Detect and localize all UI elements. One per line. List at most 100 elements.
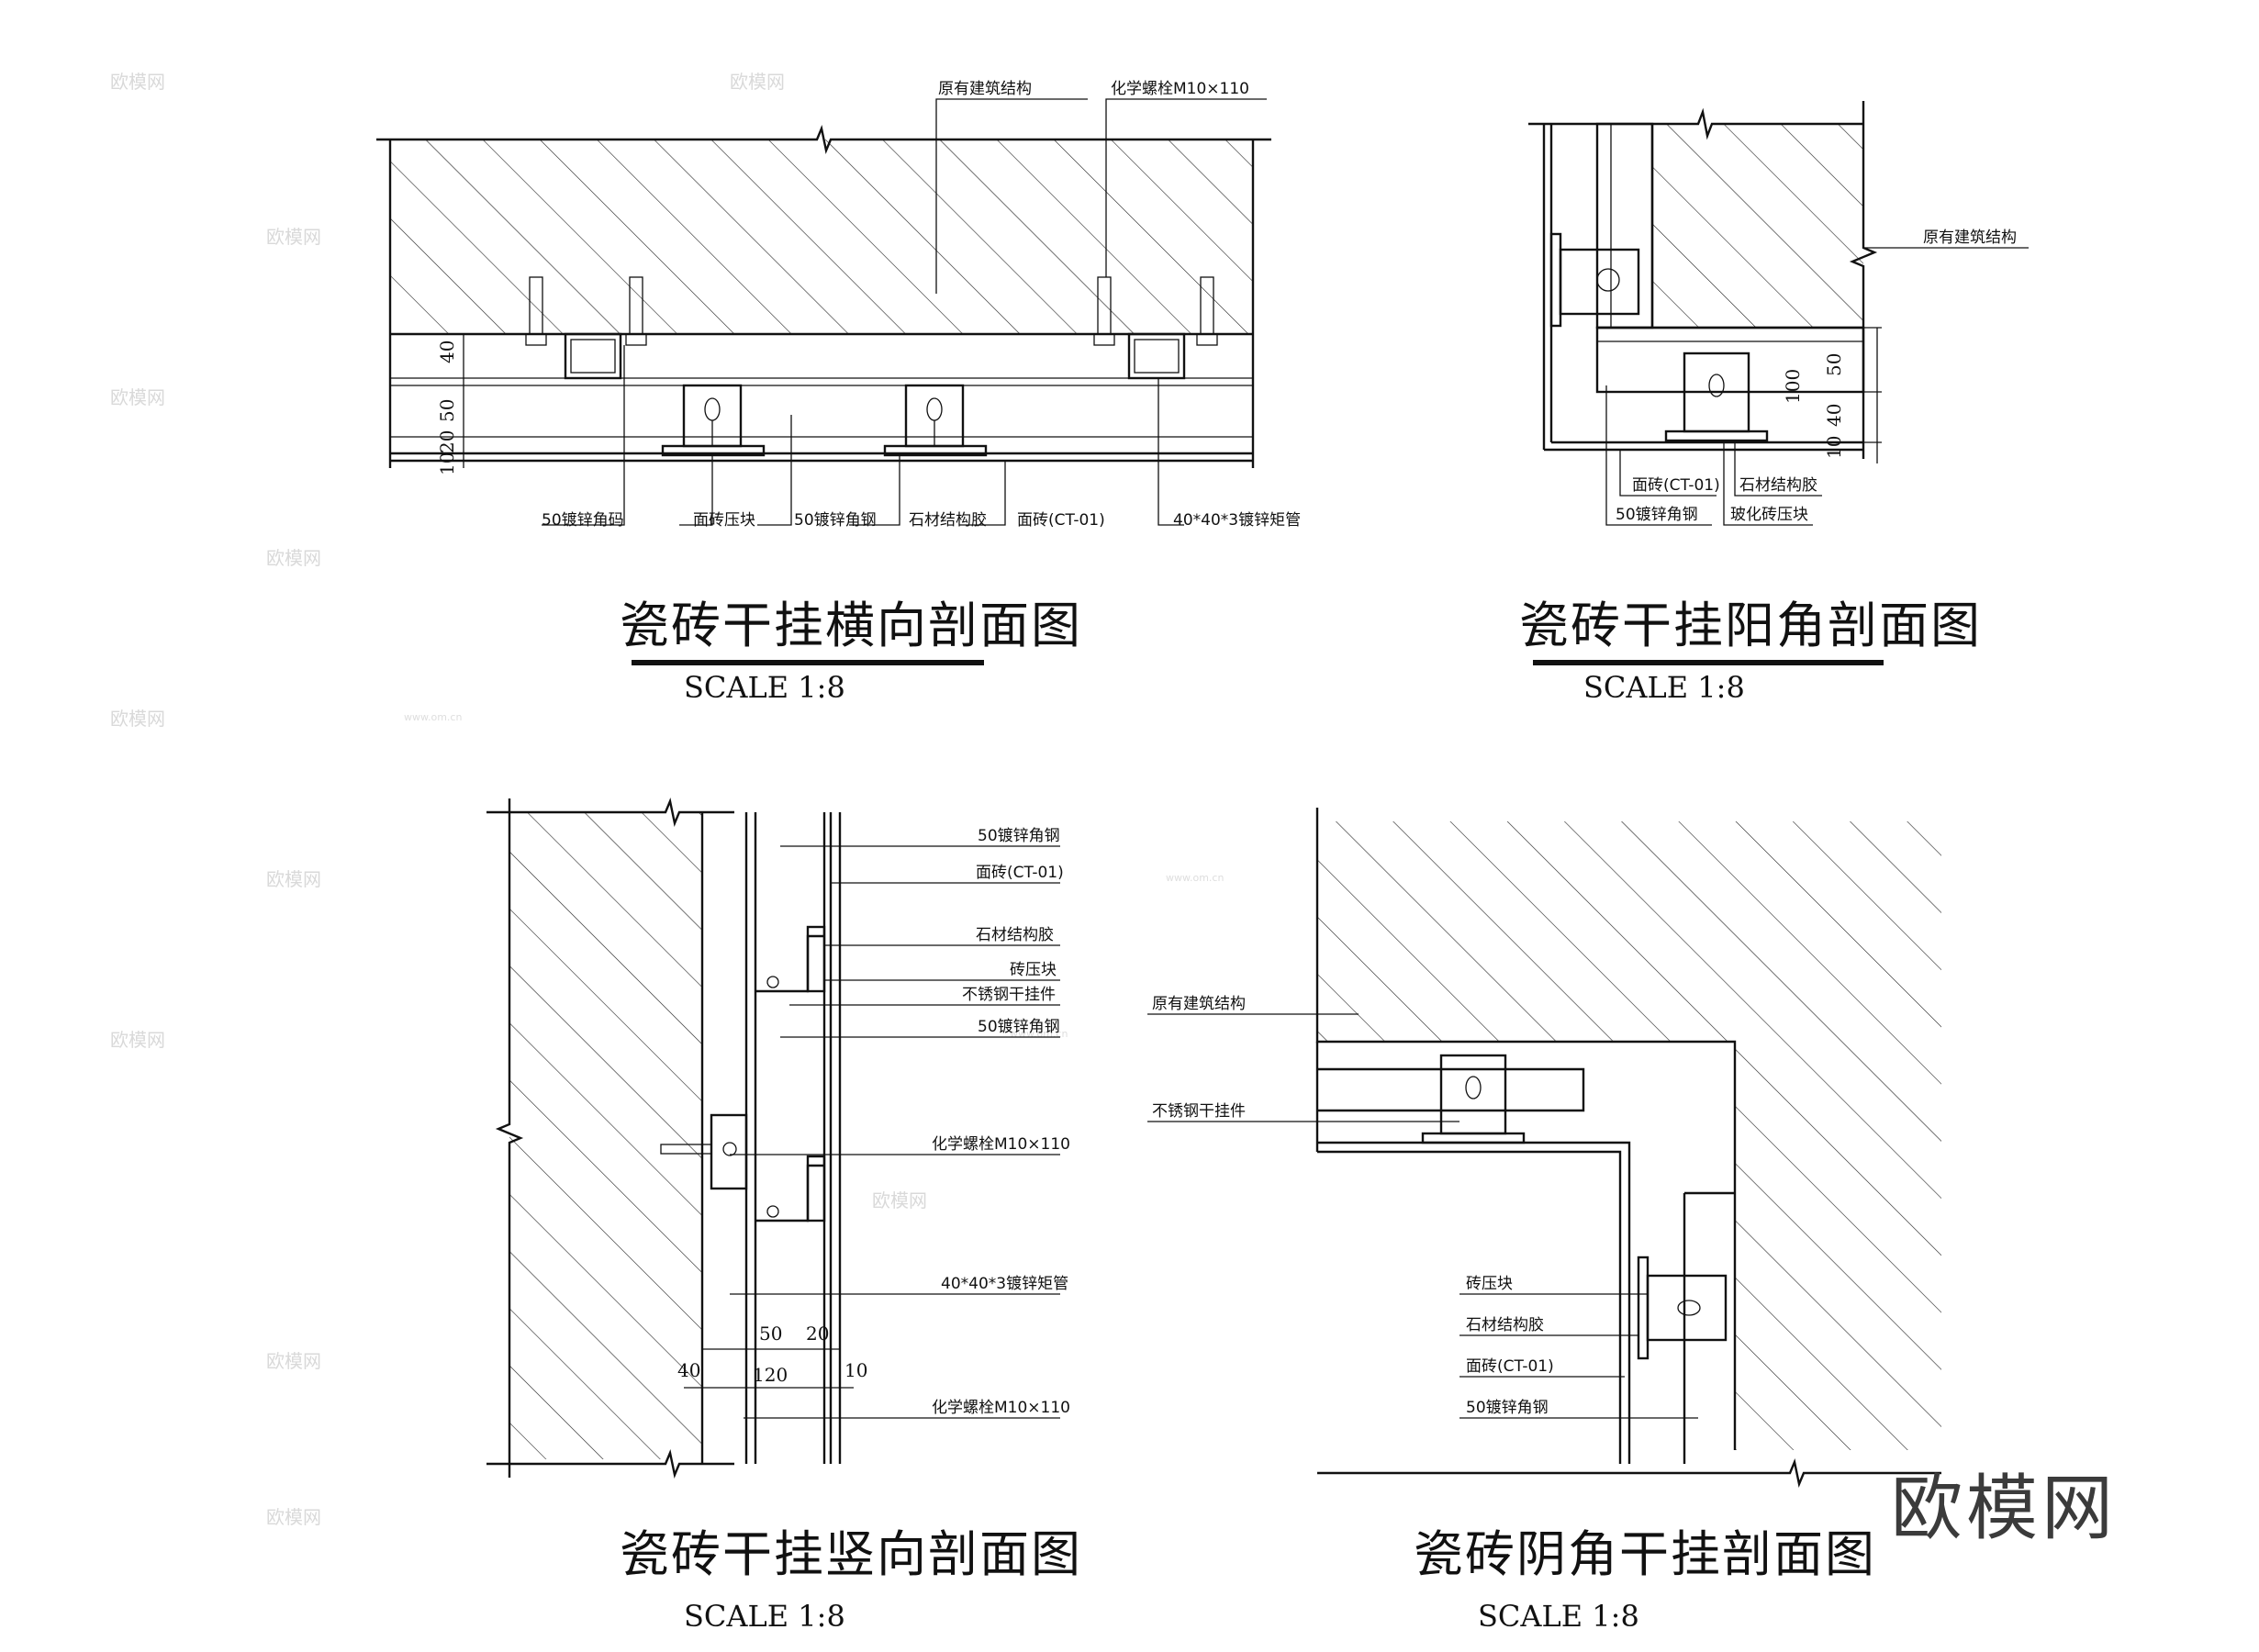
leader-lines bbox=[730, 845, 1060, 1419]
watermark-text: 欧模网 bbox=[110, 1029, 165, 1051]
break-line bbox=[1528, 107, 1863, 140]
concrete-hatch bbox=[509, 812, 702, 1459]
dim-10: 10 bbox=[1823, 436, 1845, 459]
break-line bbox=[376, 124, 1271, 155]
steel-tube-inner bbox=[1134, 339, 1180, 374]
label-angle-code: 50镀锌角码 bbox=[542, 511, 624, 530]
label-tile: 面砖(CT-01) bbox=[1466, 1357, 1554, 1376]
break-line bbox=[486, 1448, 734, 1479]
concrete-hatch bbox=[1317, 821, 1941, 1450]
label-bolt: 化学螺栓M10×110 bbox=[932, 1399, 1070, 1417]
steel-tube bbox=[564, 332, 622, 380]
watermark-text: 欧模网 bbox=[266, 1506, 321, 1528]
dim-100: 100 bbox=[1782, 369, 1804, 404]
hanger-block bbox=[1637, 1256, 1728, 1360]
dim-120: 120 bbox=[753, 1364, 788, 1386]
label-angle-steel: 50镀锌角钢 bbox=[794, 511, 877, 530]
label-glue: 石材结构胶 bbox=[909, 511, 987, 530]
tile-clamp-block bbox=[661, 384, 766, 457]
drawing-scale: SCALE 1:8 bbox=[1478, 1599, 1639, 1634]
label-tile: 面砖(CT-01) bbox=[1017, 511, 1105, 530]
label-hanger: 不锈钢干挂件 bbox=[1152, 1102, 1246, 1121]
label-angle-steel: 50镀锌角钢 bbox=[978, 1018, 1060, 1036]
drawing-title: 瓷砖干挂竖向剖面图 bbox=[620, 1525, 1082, 1583]
break-line bbox=[1317, 1457, 1941, 1489]
drawing-outer-corner-section: 50 100 40 10 原有建筑结构 面砖(CT-01) 石材结构胶 50镀锌… bbox=[1519, 101, 2029, 705]
drawing-title: 瓷砖阴角干挂剖面图 bbox=[1414, 1525, 1876, 1583]
watermark-text: 欧模网 bbox=[110, 386, 165, 408]
clamp-block bbox=[1664, 352, 1769, 442]
tile-face bbox=[1317, 1141, 1631, 1464]
label-bolt: 化学螺栓M10×110 bbox=[1111, 80, 1249, 98]
dim-40: 40 bbox=[677, 1359, 700, 1381]
watermark-url: www.om.cn bbox=[1166, 872, 1224, 884]
hanger-block bbox=[1421, 1054, 1526, 1144]
dim-40: 40 bbox=[436, 340, 458, 363]
watermark-text: 欧模网 bbox=[266, 547, 321, 569]
label-structure: 原有建筑结构 bbox=[938, 80, 1032, 98]
dim-40: 40 bbox=[1823, 404, 1845, 427]
label-clamp: 玻化砖压块 bbox=[1730, 506, 1808, 524]
bolt-group bbox=[525, 276, 1218, 346]
tile-clamp-block bbox=[883, 384, 988, 457]
dim-10: 10 bbox=[436, 452, 458, 475]
steel-tube bbox=[1127, 332, 1186, 380]
angle-steel bbox=[1317, 1067, 1585, 1112]
concrete-hatch bbox=[1652, 124, 1863, 328]
watermark-text: 欧模网 bbox=[266, 868, 321, 890]
label-structure: 原有建筑结构 bbox=[1923, 229, 2017, 247]
dim-10: 10 bbox=[844, 1359, 867, 1381]
drawing-horizontal-section: 40 50 20 10 原有建筑结构 化学螺栓M10×110 50镀锌角码 面砖… bbox=[376, 80, 1301, 705]
leader-lines bbox=[1605, 247, 2029, 526]
brand-logo-text: 欧模网 bbox=[1891, 1468, 2117, 1550]
label-tile: 面砖(CT-01) bbox=[976, 864, 1064, 882]
dim-50: 50 bbox=[1823, 353, 1845, 376]
hanger bbox=[755, 925, 826, 993]
drawing-scale: SCALE 1:8 bbox=[684, 670, 845, 705]
label-glue: 石材结构胶 bbox=[976, 926, 1054, 944]
watermark-text: 欧模网 bbox=[266, 226, 321, 248]
label-angle-steel: 50镀锌角钢 bbox=[1466, 1399, 1549, 1417]
watermark-text: 欧模网 bbox=[730, 71, 785, 93]
label-angle-steel: 50镀锌角钢 bbox=[1616, 506, 1698, 524]
break-line bbox=[486, 797, 734, 828]
watermark-layer: 欧模网 欧模网 欧模网 欧模网 欧模网 欧模网 欧模网 欧模网 欧模网 欧模网 … bbox=[110, 71, 1224, 1528]
watermark-text: 欧模网 bbox=[266, 1350, 321, 1372]
structure-face bbox=[1315, 808, 1737, 1450]
drawing-scale: SCALE 1:8 bbox=[1583, 670, 1745, 705]
label-tile: 面砖(CT-01) bbox=[1632, 476, 1720, 495]
dim-20: 20 bbox=[806, 1323, 829, 1345]
label-bolt: 化学螺栓M10×110 bbox=[932, 1135, 1070, 1154]
watermark-url: www.om.cn bbox=[404, 711, 462, 723]
label-tube: 40*40*3镀锌矩管 bbox=[941, 1275, 1068, 1293]
label-angle-steel: 50镀锌角钢 bbox=[978, 827, 1060, 845]
watermark-text: 欧模网 bbox=[110, 708, 165, 730]
tile-back bbox=[1317, 1150, 1622, 1464]
watermark-text: 欧模网 bbox=[872, 1189, 927, 1211]
label-clamp: 砖压块 bbox=[1466, 1275, 1513, 1293]
drawing-vertical-section: 50 20 40 120 10 50镀锌角钢 面砖(CT-01) 石材结构胶 砖… bbox=[486, 797, 1082, 1634]
label-tile-clamp: 面砖压块 bbox=[693, 511, 755, 530]
angle-steel-vertical bbox=[1595, 122, 1654, 329]
break-line bbox=[1849, 101, 1878, 459]
dim-20: 20 bbox=[436, 430, 458, 453]
steel-tube-inner bbox=[570, 339, 616, 374]
label-clamp: 砖压块 bbox=[1010, 961, 1057, 979]
chemical-bolt bbox=[660, 1113, 748, 1190]
label-tube: 40*40*3镀锌矩管 bbox=[1173, 511, 1301, 530]
leader-lines bbox=[542, 98, 1267, 526]
concrete-hatch bbox=[390, 140, 1253, 334]
drawing-title: 瓷砖干挂阳角剖面图 bbox=[1519, 597, 1982, 654]
watermark-text: 欧模网 bbox=[110, 71, 165, 93]
dim-50: 50 bbox=[759, 1323, 782, 1345]
label-glue: 石材结构胶 bbox=[1466, 1316, 1544, 1334]
label-structure: 原有建筑结构 bbox=[1152, 995, 1246, 1013]
label-hanger: 不锈钢干挂件 bbox=[962, 986, 1056, 1004]
drawing-scale: SCALE 1:8 bbox=[684, 1599, 845, 1634]
clamp-block bbox=[1549, 232, 1640, 328]
drawing-title: 瓷砖干挂横向剖面图 bbox=[620, 597, 1082, 654]
dim-50: 50 bbox=[436, 399, 458, 422]
drawing-inner-corner-section: 原有建筑结构 不锈钢干挂件 砖压块 石材结构胶 面砖(CT-01) 50镀锌角钢… bbox=[1147, 808, 1941, 1634]
label-glue: 石材结构胶 bbox=[1739, 476, 1817, 495]
hanger bbox=[755, 1155, 826, 1222]
